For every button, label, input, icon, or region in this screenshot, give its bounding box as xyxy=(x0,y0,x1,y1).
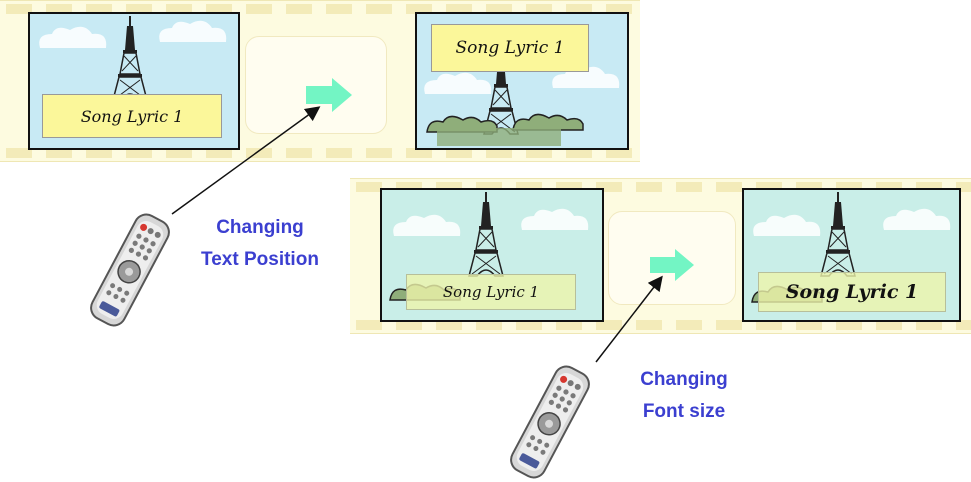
film-perforation-bottom xyxy=(350,320,971,330)
label-line: Font size xyxy=(642,401,726,422)
label-line: Text Position xyxy=(201,249,319,270)
film-perforation-top xyxy=(350,182,971,192)
green-arrow-icon xyxy=(650,249,694,281)
video-frame-before: Song Lyric 1 xyxy=(380,188,604,322)
video-frame-after: Song Lyric 1 xyxy=(415,12,629,150)
scene-after xyxy=(424,49,620,146)
song-lyric-caption: Song Lyric 1 xyxy=(406,274,576,310)
song-lyric-caption: Song Lyric 1 xyxy=(758,272,946,312)
video-frame-after: Song Lyric 1 xyxy=(742,188,961,322)
label-line: Changing xyxy=(640,369,728,390)
label-changing-font-size: Changing Font size xyxy=(614,364,754,428)
remote-control-icon xyxy=(85,210,175,330)
song-lyric-caption: Song Lyric 1 xyxy=(42,94,222,138)
green-arrow-icon xyxy=(306,78,352,112)
pointer-arrow-icon xyxy=(171,106,321,215)
film-perforation-bottom xyxy=(0,148,640,158)
pointer-arrow-icon xyxy=(595,275,663,363)
remote-control-icon xyxy=(505,362,595,482)
song-lyric-caption: Song Lyric 1 xyxy=(431,24,589,72)
label-changing-text-position: Changing Text Position xyxy=(185,212,335,276)
video-frame-before: Song Lyric 1 xyxy=(28,12,240,150)
label-line: Changing xyxy=(216,217,304,238)
film-slot xyxy=(608,211,736,305)
film-perforation-top xyxy=(0,4,640,14)
